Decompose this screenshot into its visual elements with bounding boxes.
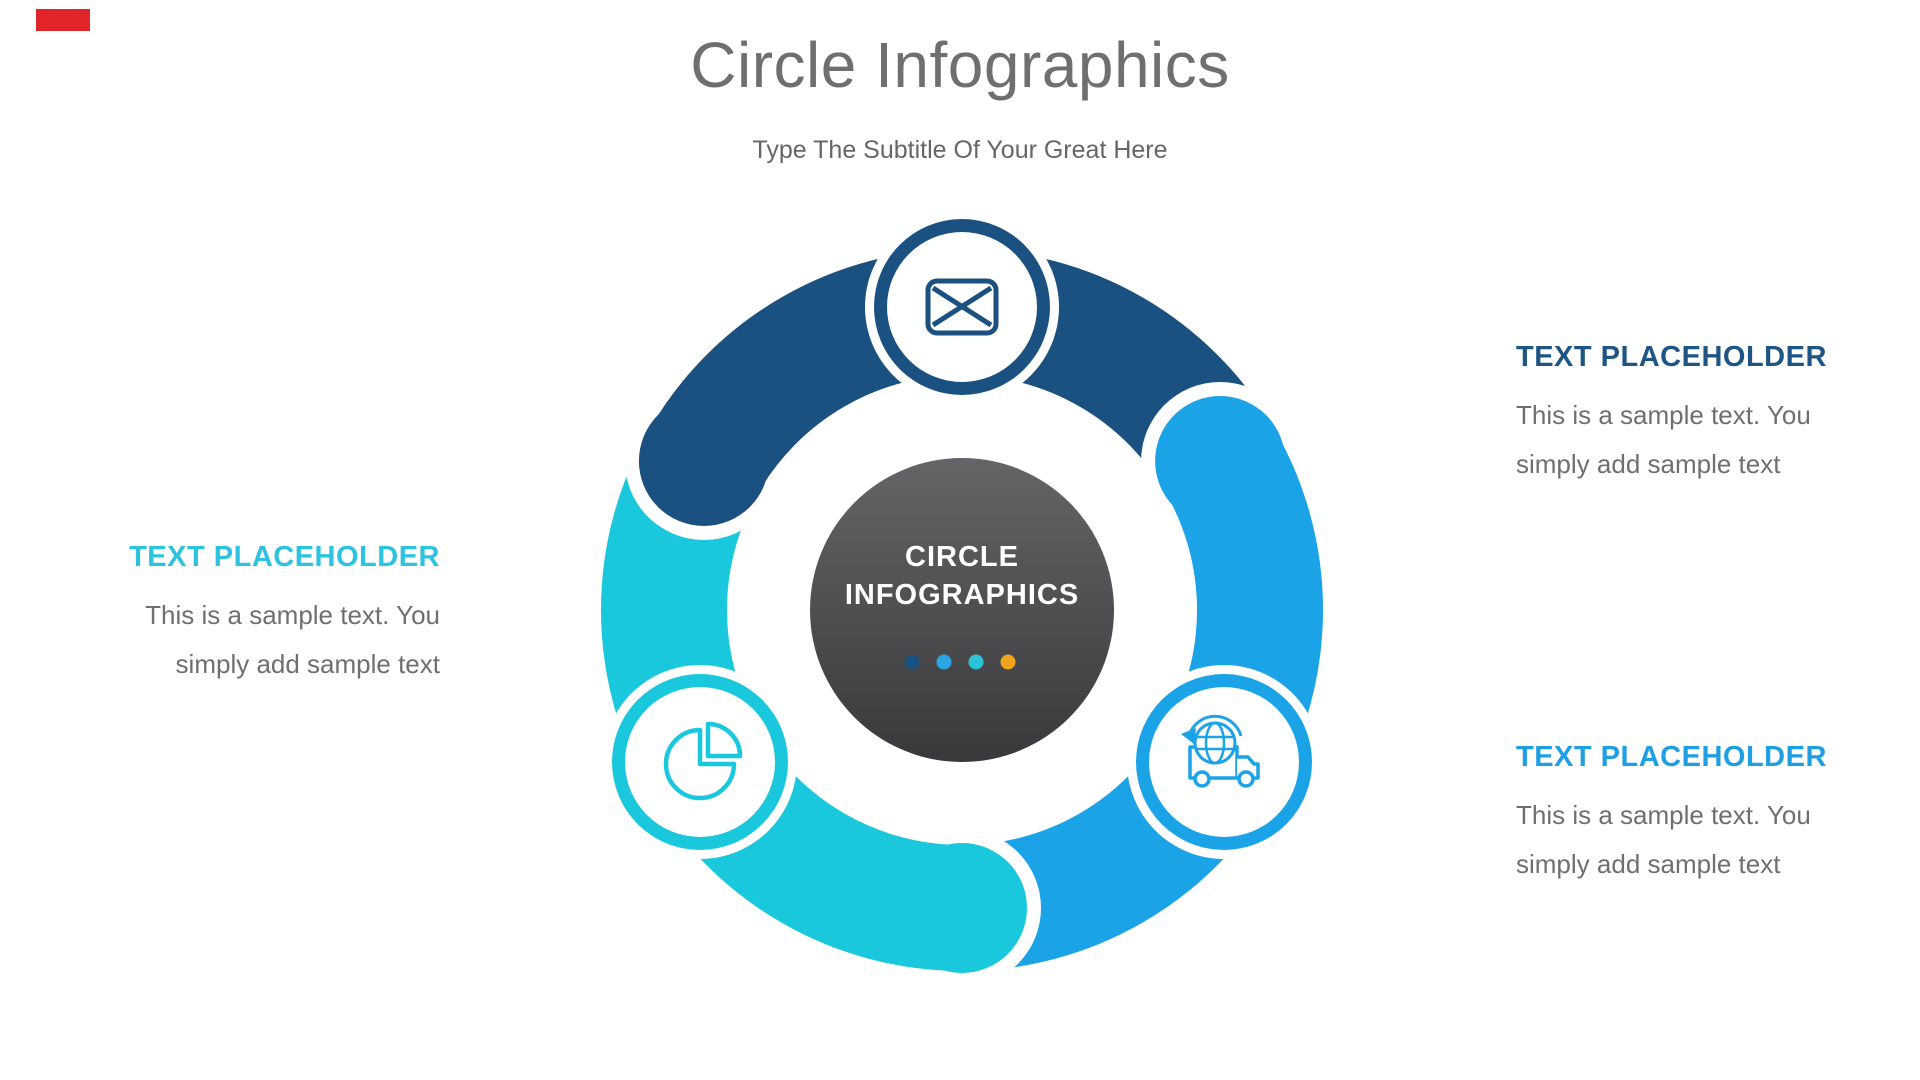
text-placeholder-right-bottom: TEXT PLACEHOLDER This is a sample text. … xyxy=(1516,740,1856,889)
dot-cyan xyxy=(968,654,984,670)
center-label-line1: CIRCLE xyxy=(905,541,1019,573)
body-line1: This is a sample text. You xyxy=(1516,800,1811,830)
placeholder-heading: TEXT PLACEHOLDER xyxy=(1516,341,1827,373)
body-line1: This is a sample text. You xyxy=(145,600,440,630)
delivery-truck-icon xyxy=(1181,714,1260,788)
node-envelope xyxy=(865,210,1059,404)
arrowhead xyxy=(1181,728,1196,744)
dot-light-blue xyxy=(936,654,952,670)
center-label-line2: INFOGRAPHICS xyxy=(845,579,1079,611)
body-line2: simply add sample text xyxy=(1516,449,1781,479)
body-line2: simply add sample text xyxy=(1516,849,1781,879)
placeholder-heading: TEXT PLACEHOLDER xyxy=(129,541,440,573)
dot-dark-blue xyxy=(904,654,920,670)
page-subtitle: Type The Subtitle Of Your Great Here xyxy=(752,136,1168,164)
placeholder-body: This is a sample text. You simply add sa… xyxy=(1516,791,1856,889)
placeholder-heading: TEXT PLACEHOLDER xyxy=(1516,741,1827,773)
corner-marker xyxy=(36,9,90,31)
page-title: Circle Infographics xyxy=(690,29,1230,101)
dot-yellow xyxy=(1000,654,1016,670)
cycle-arrow-icon xyxy=(1187,714,1243,737)
body-line1: This is a sample text. You xyxy=(1516,400,1811,430)
pagination-dots xyxy=(904,654,1016,670)
node-pie-chart xyxy=(603,665,797,859)
pie-chart-icon xyxy=(663,721,743,801)
text-placeholder-right-top: TEXT PLACEHOLDER This is a sample text. … xyxy=(1516,340,1856,489)
node-delivery xyxy=(1127,665,1321,859)
placeholder-body: This is a sample text. You simply add sa… xyxy=(1516,391,1856,489)
globe-icon xyxy=(1193,721,1237,765)
envelope-icon xyxy=(925,278,999,336)
placeholder-body: This is a sample text. You simply add sa… xyxy=(105,591,440,689)
text-placeholder-left: TEXT PLACEHOLDER This is a sample text. … xyxy=(105,540,440,689)
center-circle: CIRCLE INFOGRAPHICS xyxy=(810,458,1114,762)
body-line2: simply add sample text xyxy=(175,649,440,679)
